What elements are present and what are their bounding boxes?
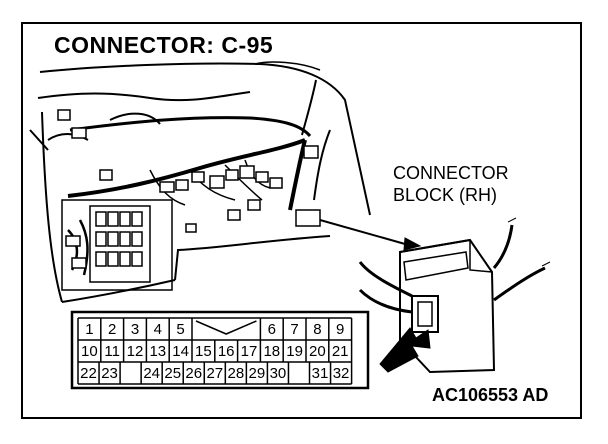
pin-number: 11: [104, 343, 120, 360]
callout-line-1: CONNECTOR: [393, 163, 509, 183]
pin-number: 29: [249, 365, 266, 382]
pin-number: 23: [101, 365, 118, 382]
pin-number: 28: [228, 365, 245, 382]
figure-code: AC106553 AD: [432, 385, 549, 405]
pin-number: 21: [332, 343, 349, 360]
pin-number: 2: [108, 321, 116, 338]
pin-number: 22: [80, 365, 97, 382]
pin-number: 14: [172, 343, 189, 360]
pin-number: 13: [149, 343, 166, 360]
pin-number: 15: [195, 343, 212, 360]
connector-title: CONNECTOR: C-95: [54, 32, 274, 58]
pin-number: 8: [313, 321, 321, 338]
pin-number: 10: [81, 343, 98, 360]
pin-number: 17: [241, 343, 258, 360]
pin-number: 32: [333, 365, 350, 382]
connector-block-rh: [358, 217, 551, 374]
pin-number: 25: [164, 365, 181, 382]
pin-number: 20: [309, 343, 326, 360]
pin-number: 6: [268, 321, 276, 338]
pin-number: 9: [336, 321, 344, 338]
pin-number: 24: [143, 365, 160, 382]
pin-number: 16: [218, 343, 235, 360]
callout-line-2: BLOCK (RH): [393, 185, 498, 205]
connector-key-notch: [195, 320, 257, 335]
pointer-arrow: [379, 327, 431, 373]
pin-number: 30: [270, 365, 287, 382]
pin-number: 12: [127, 343, 144, 360]
pin-number: 3: [131, 321, 139, 338]
pin-number: 31: [312, 365, 329, 382]
connector-block-callout: CONNECTOR BLOCK (RH): [393, 162, 509, 206]
pin-number: 5: [176, 321, 184, 338]
pin-number: 1: [85, 321, 93, 338]
harness-connectors: [57, 109, 321, 233]
pin-number: 4: [154, 321, 162, 338]
pin-number: 7: [290, 321, 298, 338]
pin-number: 18: [263, 343, 280, 360]
leader-line: [319, 219, 422, 251]
pin-number: 26: [185, 365, 202, 382]
pin-number: 27: [206, 365, 223, 382]
junction-block: [61, 199, 173, 291]
pin-number: 19: [286, 343, 303, 360]
